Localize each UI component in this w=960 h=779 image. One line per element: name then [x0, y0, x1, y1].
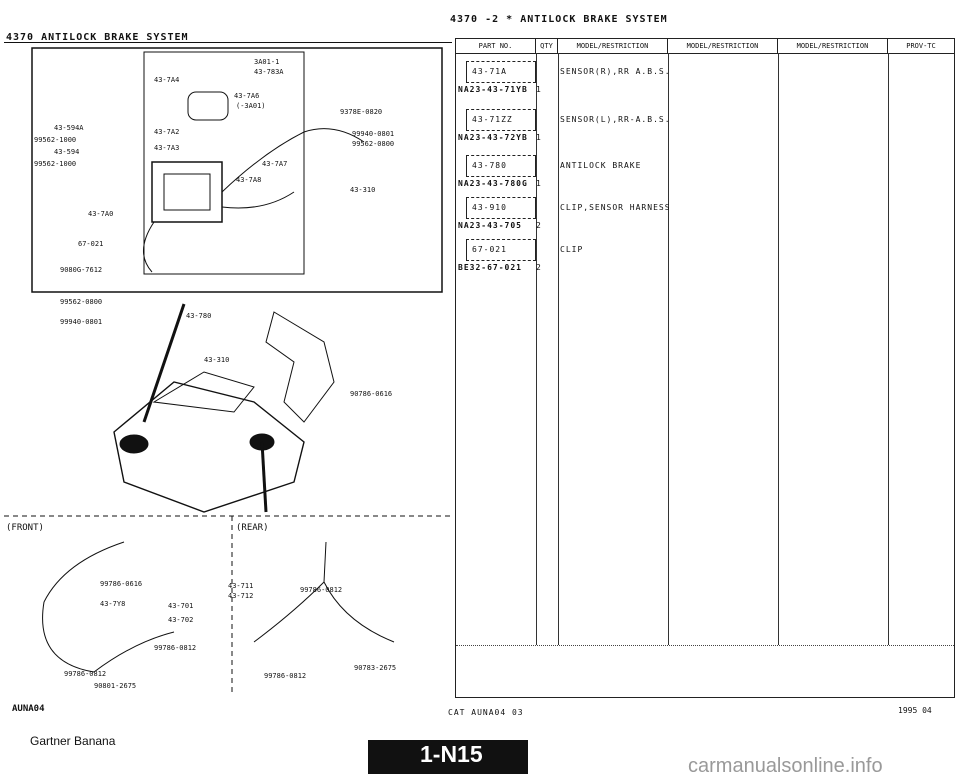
- callout-label: 43-7A2: [154, 128, 179, 136]
- part-ref: 9080G-7612: [60, 266, 102, 274]
- callout-label: 43-310: [350, 186, 375, 194]
- part-ref: 9378E-0820: [340, 108, 382, 116]
- part-ref: 99786-0812: [300, 586, 342, 594]
- ref-number: 43-910: [472, 203, 507, 212]
- column-header: MODEL/RESTRICTION: [668, 39, 778, 53]
- catalog-code: AUNA04: [12, 704, 45, 714]
- callout-label: 43-701: [168, 602, 193, 610]
- description: SENSOR(L),RR-A.B.S.: [560, 115, 671, 124]
- callout-label: 43-712: [228, 592, 253, 600]
- table-row: 43-780 NA23-43-780G 1 ANTILOCK BRAKE: [456, 151, 956, 197]
- quantity: 1: [536, 133, 541, 142]
- description: CLIP: [560, 245, 584, 254]
- column-header: PROV-TC: [906, 42, 936, 50]
- callout-label: 43-310: [204, 356, 229, 364]
- callout-label: 43-7A4: [154, 76, 179, 84]
- description: SENSOR(R),RR A.B.S.: [560, 67, 671, 76]
- front-label: (FRONT): [6, 523, 44, 533]
- ref-number: 67-021: [472, 245, 507, 254]
- exploded-diagram: 3A01-1 43-783A 43-7A4 43-7A6 (-3A01) 43-…: [4, 42, 452, 692]
- callout-label: 43-7A8: [236, 176, 261, 184]
- rear-label: (REAR): [236, 523, 269, 533]
- callout-label: 43-783A: [254, 68, 284, 76]
- page-tab: [368, 740, 528, 774]
- part-ref: 99786-0812: [154, 644, 196, 652]
- column-divider: [558, 53, 559, 645]
- left-section-title: 4370 ANTILOCK BRAKE SYSTEM: [6, 32, 189, 43]
- table-row: 43-71A NA23-43-71YB 1 SENSOR(R),RR A.B.S…: [456, 57, 956, 103]
- column-header: PART NO.: [456, 39, 536, 53]
- date-footer: 1995 04: [898, 706, 932, 715]
- part-ref: 99940-0801: [60, 318, 102, 326]
- catalog-footer: CAT AUNA04 03: [448, 708, 524, 717]
- part-ref: 99786-0812: [264, 672, 306, 680]
- ref-number: 43-71A: [472, 67, 507, 76]
- table-row: 43-910 NA23-43-705 2 CLIP,SENSOR HARNESS: [456, 193, 956, 239]
- callout-label: 43-7A0: [88, 210, 113, 218]
- column-divider: [888, 53, 889, 645]
- callout-label: 43-594: [54, 148, 79, 156]
- callout-label: 43-711: [228, 582, 253, 590]
- callout-label: (-3A01): [236, 102, 266, 110]
- description: CLIP,SENSOR HARNESS: [560, 203, 671, 212]
- part-ref: 99562-1000: [34, 136, 76, 144]
- part-ref: 99786-0812: [64, 670, 106, 678]
- callout-label: 3A01-1: [254, 58, 279, 66]
- part-ref: 99940-0801: [352, 130, 394, 138]
- ref-number: 43-780: [472, 161, 507, 170]
- callout-label: 43-702: [168, 616, 193, 624]
- quantity: 1: [536, 85, 541, 94]
- part-number: NA23-43-72YB: [458, 133, 528, 142]
- quantity: 2: [536, 263, 541, 272]
- part-ref: 99786-0616: [100, 580, 142, 588]
- column-divider: [778, 53, 779, 645]
- part-ref: 99562-0800: [352, 140, 394, 148]
- callout-label: 43-7Y8: [100, 600, 125, 608]
- column-divider: [536, 53, 537, 645]
- page-number: 1-N15: [420, 741, 483, 767]
- part-ref: 90786-0616: [350, 390, 392, 398]
- callout-label: 43-7A3: [154, 144, 179, 152]
- table-row: 67-021 BE32-67-021 2 CLIP: [456, 235, 956, 281]
- callout-label: 43-7A7: [262, 160, 287, 168]
- callout-label: 67-021: [78, 240, 103, 248]
- parts-table: PART NO. QTY MODEL/RESTRICTION MODEL/RES…: [455, 38, 955, 698]
- part-ref: 99562-1000: [34, 160, 76, 168]
- right-section-title: 4370 -2 * ANTILOCK BRAKE SYSTEM: [450, 14, 668, 25]
- quantity: 2: [536, 221, 541, 230]
- callout-label: 43-7A6: [234, 92, 259, 100]
- description: ANTILOCK BRAKE: [560, 161, 642, 170]
- watermark-right: carmanualsonline.info: [688, 755, 883, 777]
- ref-number: 43-71ZZ: [472, 115, 513, 124]
- quantity: 1: [536, 179, 541, 188]
- watermark-left: Gartner Banana: [30, 734, 116, 748]
- part-number: NA23-43-705: [458, 221, 522, 230]
- part-ref: 99562-0800: [60, 298, 102, 306]
- part-number: NA23-43-71YB: [458, 85, 528, 94]
- callout-label: 43-594A: [54, 124, 84, 132]
- column-header: QTY: [536, 39, 558, 53]
- column-header: MODEL/RESTRICTION: [778, 39, 888, 53]
- callout-label: 43-780: [186, 312, 211, 320]
- header-divider: [456, 53, 954, 54]
- part-ref: 90783-2675: [354, 664, 396, 672]
- part-number: BE32-67-021: [458, 263, 522, 272]
- table-row: 43-71ZZ NA23-43-72YB 1 SENSOR(L),RR-A.B.…: [456, 105, 956, 151]
- column-header: MODEL/RESTRICTION: [558, 39, 668, 53]
- column-divider: [668, 53, 669, 645]
- part-number: NA23-43-780G: [458, 179, 528, 188]
- part-ref: 90801-2675: [94, 682, 136, 690]
- table-divider: [456, 645, 954, 646]
